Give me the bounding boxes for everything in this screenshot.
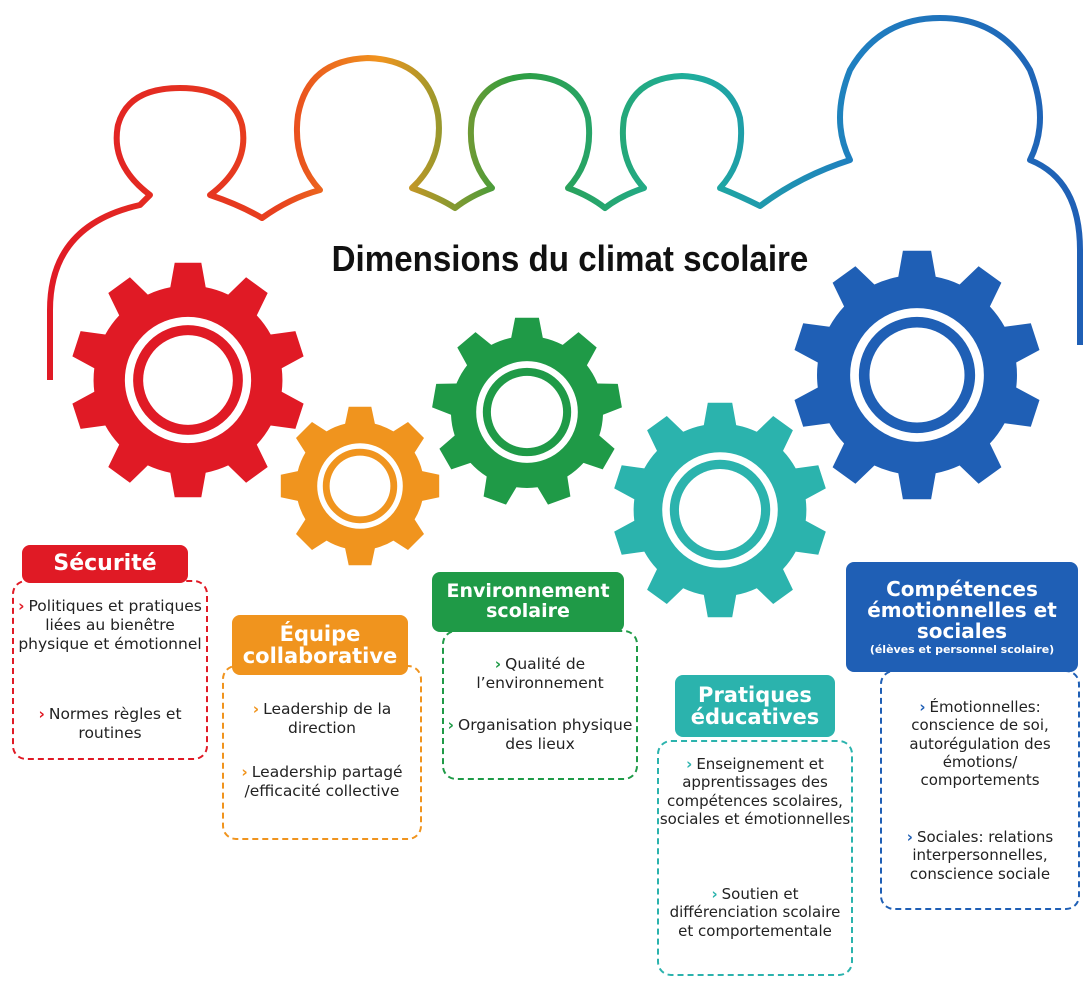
securite-label-text: Sécurité [53, 551, 157, 577]
gear-environnement-icon [432, 317, 622, 505]
chevron-icon: › [38, 705, 45, 723]
equipe-label: Équipe collaborative [232, 615, 408, 675]
pratiques-item-2-text: Soutien et différenciation scolaire et c… [669, 885, 841, 940]
chevron-icon: › [447, 716, 454, 734]
competences-label-subtitle: (élèves et personnel scolaire) [869, 642, 1055, 656]
environnement-item-2-text: Organisation physique des lieux [458, 716, 633, 753]
securite-item-2: ›Normes règles et routines [14, 705, 206, 743]
equipe-item-2: ›Leadership partagé /efficacité collecti… [226, 763, 418, 801]
competences-item-1-text: Émotionnelles: conscience de soi, autoré… [909, 698, 1051, 790]
gear-securite-icon [72, 262, 304, 498]
pratiques-label: Pratiques éducatives [675, 675, 835, 737]
pratiques-items-box [657, 740, 853, 976]
pratiques-item-2: ›Soutien et différenciation scolaire et … [660, 885, 850, 940]
environnement-item-1-text: Qualité de l’environnement [476, 655, 604, 692]
chevron-icon: › [18, 597, 25, 615]
chevron-icon: › [711, 885, 718, 903]
equipe-item-1-text: Leadership de la direction [263, 700, 392, 737]
chevron-icon: › [919, 698, 926, 716]
equipe-label-text: Équipe collaborative [242, 621, 398, 668]
securite-label: Sécurité [22, 545, 188, 583]
competences-label-text: Compétences émotionnelles et sociales [867, 576, 1057, 643]
environnement-items-box [442, 630, 638, 780]
pratiques-label-text: Pratiques éducatives [690, 682, 820, 729]
people-outline [47, 15, 1083, 380]
competences-item-1: ›Émotionnelles: conscience de soi, autor… [884, 698, 1076, 789]
chevron-icon: › [906, 828, 913, 846]
environnement-item-2: ›Organisation physique des lieux [446, 716, 634, 754]
gears-group [72, 250, 1040, 618]
environnement-label-text: Environnement scolaire [446, 580, 610, 622]
pratiques-item-1: ›Enseignement et apprentissages des comp… [658, 755, 852, 828]
securite-item-1-text: Politiques et pratiques liées au bienêtr… [18, 597, 202, 653]
chevron-icon: › [686, 755, 693, 773]
diagram-title: Dimensions du climat scolaire [331, 238, 809, 279]
competences-item-2-text: Sociales: relations interpersonnelles, c… [909, 828, 1054, 883]
equipe-item-2-text: Leadership partagé /efficacité collectiv… [244, 763, 403, 800]
gear-pratiques-icon [614, 402, 826, 618]
securite-item-1: ›Politiques et pratiques liées au bienêt… [14, 597, 206, 654]
chevron-icon: › [252, 700, 260, 718]
equipe-item-1: ›Leadership de la direction [226, 700, 418, 738]
environnement-label: Environnement scolaire [432, 572, 624, 632]
chevron-icon: › [241, 763, 248, 781]
chevron-icon: › [494, 655, 502, 673]
equipe-items-box [222, 665, 422, 840]
pratiques-item-1-text: Enseignement et apprentissages des compé… [659, 755, 851, 828]
securite-item-2-text: Normes règles et routines [48, 705, 182, 742]
gear-competences-icon [794, 250, 1040, 500]
competences-item-2: ›Sociales: relations interpersonnelles, … [884, 828, 1076, 883]
environnement-item-1: ›Qualité de l’environnement [446, 655, 634, 693]
gear-equipe-icon [280, 406, 440, 566]
competences-label: Compétences émotionnelles et sociales (é… [846, 562, 1078, 672]
